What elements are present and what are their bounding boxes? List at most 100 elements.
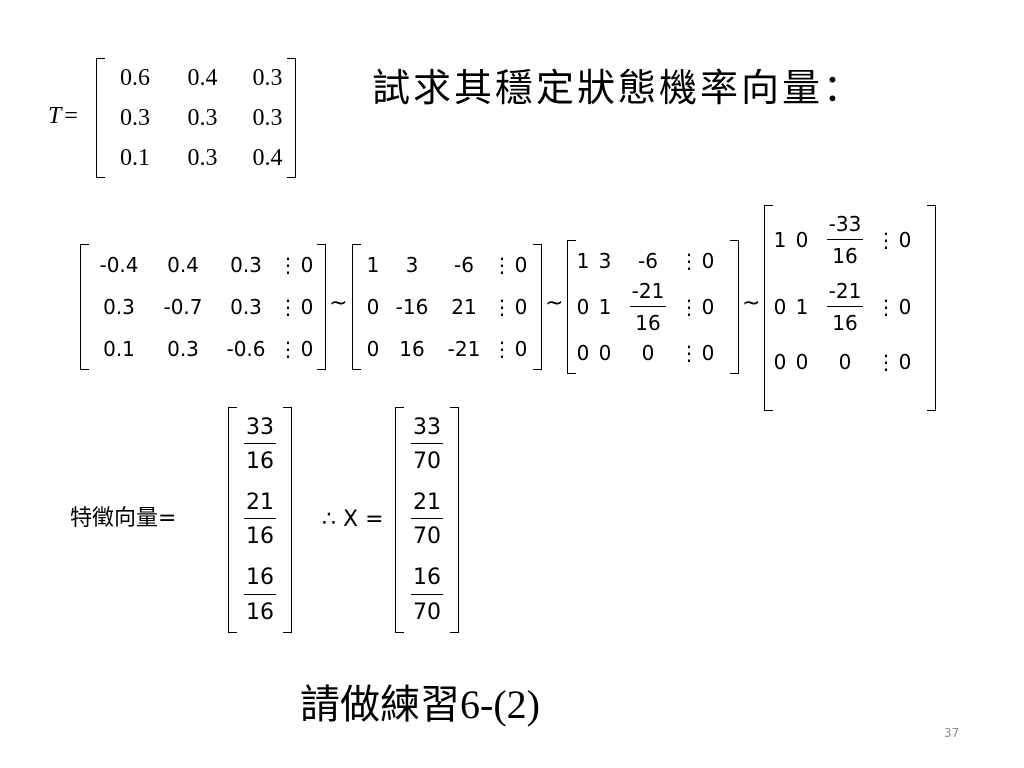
fraction: -33 16 xyxy=(826,211,864,268)
cell: 1 xyxy=(773,228,787,252)
equivalence-tilde: ~ xyxy=(329,291,348,316)
denominator: 16 xyxy=(832,243,858,268)
fraction-bar xyxy=(411,518,443,519)
t-cell: 0.3 xyxy=(252,104,283,131)
cell: -0.4 xyxy=(99,253,139,277)
x-symbol: X xyxy=(343,507,359,532)
cell: -6 xyxy=(454,253,474,277)
fraction: 16 16 xyxy=(244,565,276,624)
cell: 21 xyxy=(451,295,477,319)
vector-entry: 21 16 xyxy=(228,491,292,548)
fraction: 33 70 xyxy=(411,416,443,473)
t-cell: 0.3 xyxy=(120,104,150,131)
augment-divider: ⋮ xyxy=(278,295,298,319)
transition-matrix: 0.6 0.4 0.3 0.3 0.3 0.3 0.1 0.3 0.4 xyxy=(96,58,296,178)
result-vector-column: 33 70 21 70 16 70 xyxy=(395,407,459,633)
cell: 0 xyxy=(514,337,528,361)
t-cell: 0.1 xyxy=(120,144,150,171)
augment-divider: ⋮ xyxy=(278,253,298,277)
numerator: -21 xyxy=(828,278,862,303)
vector-entry: 21 70 xyxy=(395,491,459,548)
augment-divider: ⋮ xyxy=(679,295,699,319)
cell: 0 xyxy=(701,249,715,273)
numerator: 21 xyxy=(246,489,274,515)
cell: 0 xyxy=(514,253,528,277)
augment-divider: ⋮ xyxy=(278,337,298,361)
augmented-matrix-step3: 1 3 -6 ⋮ 0 0 1 -21 16 ⋮ 0 0 0 0 ⋮ 0 xyxy=(567,240,739,374)
augment-divider: ⋮ xyxy=(492,253,512,277)
cell: -6 xyxy=(638,249,658,273)
denominator: 16 xyxy=(246,524,274,549)
vector-entry: 33 16 xyxy=(228,416,292,473)
result-label: ∴ X = xyxy=(322,505,384,535)
t-cell: 0.3 xyxy=(187,104,218,131)
cell: 0 xyxy=(701,341,715,365)
cell: 0.3 xyxy=(167,337,199,361)
result-equals: = xyxy=(365,507,384,532)
cell: 0 xyxy=(641,341,655,365)
page-number: 37 xyxy=(944,726,960,740)
fraction-bar xyxy=(826,305,864,307)
fraction-bar xyxy=(244,518,276,519)
fraction-bar xyxy=(411,443,443,444)
fraction-bar xyxy=(411,593,443,595)
numerator: -33 xyxy=(828,211,862,236)
fraction-bar xyxy=(629,305,667,307)
eigenvector-text: 特徵向量 xyxy=(70,506,159,531)
fraction: 21 16 xyxy=(244,491,276,548)
t-cell: 0.4 xyxy=(252,144,283,171)
cell: 1 xyxy=(598,295,612,319)
vector-entry: 16 16 xyxy=(228,565,292,624)
cell: -16 xyxy=(395,295,429,319)
augment-divider: ⋮ xyxy=(876,350,896,374)
cell: 0.3 xyxy=(103,295,135,319)
fraction: -21 16 xyxy=(826,278,864,335)
cell: -0.6 xyxy=(226,337,266,361)
eigenvector-column: 33 16 21 16 16 16 xyxy=(228,407,292,633)
fraction-bar xyxy=(826,238,864,240)
therefore-symbol: ∴ xyxy=(322,507,336,532)
t-cell: 0.4 xyxy=(187,64,218,91)
equivalence-tilde: ~ xyxy=(742,291,761,316)
cell: 0.3 xyxy=(230,253,262,277)
cell: 0 xyxy=(514,295,528,319)
augment-divider: ⋮ xyxy=(679,249,699,273)
fraction-bar xyxy=(244,593,276,595)
fraction: -21 16 xyxy=(629,280,667,335)
numerator: 33 xyxy=(413,414,441,440)
t-cell: 0.6 xyxy=(120,64,150,91)
vector-entry: 16 70 xyxy=(395,565,459,624)
cell: 0 xyxy=(300,253,314,277)
cell: 0.3 xyxy=(230,295,262,319)
cell: 0 xyxy=(795,350,809,374)
exercise-note: 請做練習6-(2) xyxy=(300,682,540,727)
denominator: 16 xyxy=(832,310,858,335)
cell: 0 xyxy=(898,228,912,252)
cell: 0 xyxy=(898,350,912,374)
fraction-cell: -21 16 xyxy=(814,278,876,335)
denominator: 16 xyxy=(635,310,661,335)
fraction-bar xyxy=(244,443,276,444)
augment-divider: ⋮ xyxy=(876,228,896,252)
cell: 1 xyxy=(795,295,809,319)
numerator: 16 xyxy=(413,565,441,591)
augmented-matrix-step4: 1 0 -33 16 ⋮ 0 0 1 -21 16 ⋮ 0 0 0 0 ⋮ 0 xyxy=(764,205,936,411)
cell: 1 xyxy=(366,253,380,277)
vector-entry: 33 70 xyxy=(395,416,459,473)
numerator: 16 xyxy=(246,565,274,591)
equivalence-tilde: ~ xyxy=(545,291,564,316)
cell: 0 xyxy=(366,337,380,361)
cell: 0 xyxy=(838,350,852,374)
cell: 0.4 xyxy=(167,253,199,277)
eigenvector-equals: = xyxy=(158,506,177,531)
fraction: 21 70 xyxy=(411,491,443,548)
eigenvector-label: 特徵向量= xyxy=(70,504,176,534)
denominator: 70 xyxy=(413,524,441,549)
t-cell: 0.3 xyxy=(187,144,218,171)
cell: 0 xyxy=(366,295,380,319)
augmented-matrix-step2: 1 3 -6 ⋮ 0 0 -16 21 ⋮ 0 0 16 -21 ⋮ 0 xyxy=(352,244,542,370)
cell: 0 xyxy=(300,337,314,361)
cell: 0 xyxy=(701,295,715,319)
cell: 0 xyxy=(598,341,612,365)
augment-divider: ⋮ xyxy=(492,337,512,361)
